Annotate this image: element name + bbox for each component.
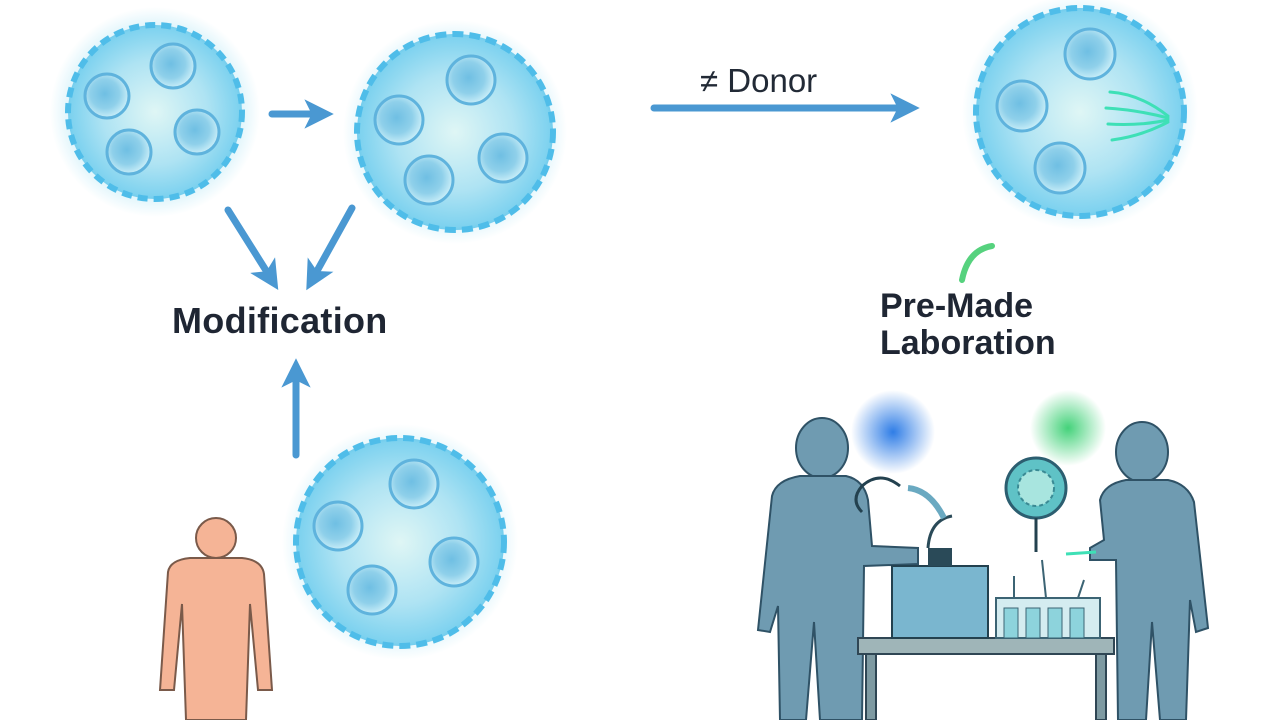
nucleus (83, 42, 221, 176)
nucleus (373, 54, 529, 206)
label-pre-made-laboration: Pre-Made Laboration (880, 288, 1056, 362)
lab-equipment-icon (854, 456, 1115, 720)
technician-right-icon (1089, 421, 1210, 720)
label-pre-made-line2: Laboration (880, 324, 1056, 362)
nucleus (312, 458, 480, 616)
stem-cell-icon (50, 7, 260, 217)
label-donor: ≠ Donor (700, 62, 818, 99)
label-modification: Modification (172, 300, 388, 341)
accent-arc-icon (959, 243, 995, 283)
person-icon (158, 517, 274, 720)
stem-cell-icon (282, 424, 518, 660)
nucleus (995, 27, 1117, 195)
label-pre-made-line1: Pre-Made (880, 287, 1034, 325)
arrow-icon (306, 204, 356, 291)
glow-light-icon (851, 390, 935, 474)
energy-streak-icon (1104, 90, 1170, 142)
arrow-icon (224, 206, 279, 290)
technician-left-icon (756, 417, 919, 720)
stem-cell-icon (962, 0, 1198, 230)
glow-light-icon (1030, 390, 1106, 466)
stem-cell-icon (343, 20, 567, 244)
